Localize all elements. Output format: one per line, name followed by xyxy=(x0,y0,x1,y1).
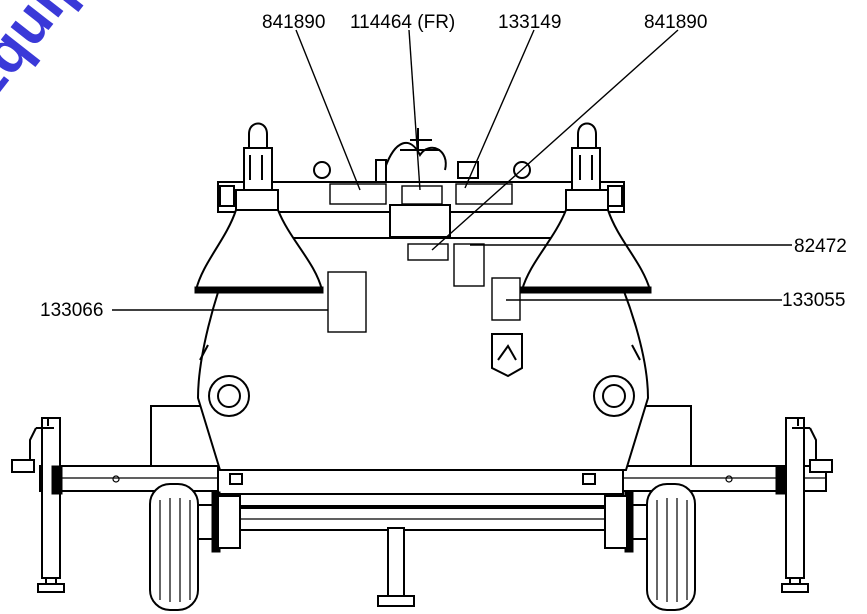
left-wheel xyxy=(149,483,199,611)
decal-82472 xyxy=(453,243,485,287)
label-133066: 133066 xyxy=(40,300,103,321)
label-841890-left: 841890 xyxy=(262,12,325,33)
decal-133055 xyxy=(491,277,521,321)
decal-841890-left xyxy=(329,183,387,205)
decal-133066 xyxy=(327,271,367,333)
left-lamp xyxy=(194,122,324,294)
label-841890-right: 841890 xyxy=(644,12,707,33)
leader-lines xyxy=(112,29,792,311)
watermark-text: Equip xyxy=(0,0,99,118)
decal-133149 xyxy=(455,183,513,205)
label-82472: 82472 xyxy=(794,236,847,257)
right-outrigger-jack xyxy=(775,417,833,593)
right-wheel xyxy=(646,483,696,611)
decal-841890-right xyxy=(407,243,449,261)
mast-top-equipment xyxy=(313,128,531,183)
generator-body xyxy=(196,237,650,471)
left-outrigger-jack xyxy=(11,417,65,593)
right-hub xyxy=(604,491,648,553)
decal-114464 xyxy=(401,185,443,205)
label-114464-fr: 114464 (FR) xyxy=(350,12,455,33)
center-jack xyxy=(377,527,415,607)
right-lamp xyxy=(520,122,652,294)
label-133149: 133149 xyxy=(498,12,561,33)
left-hub xyxy=(197,491,241,553)
label-133055: 133055 xyxy=(782,290,845,311)
light-crossbar xyxy=(217,181,625,239)
